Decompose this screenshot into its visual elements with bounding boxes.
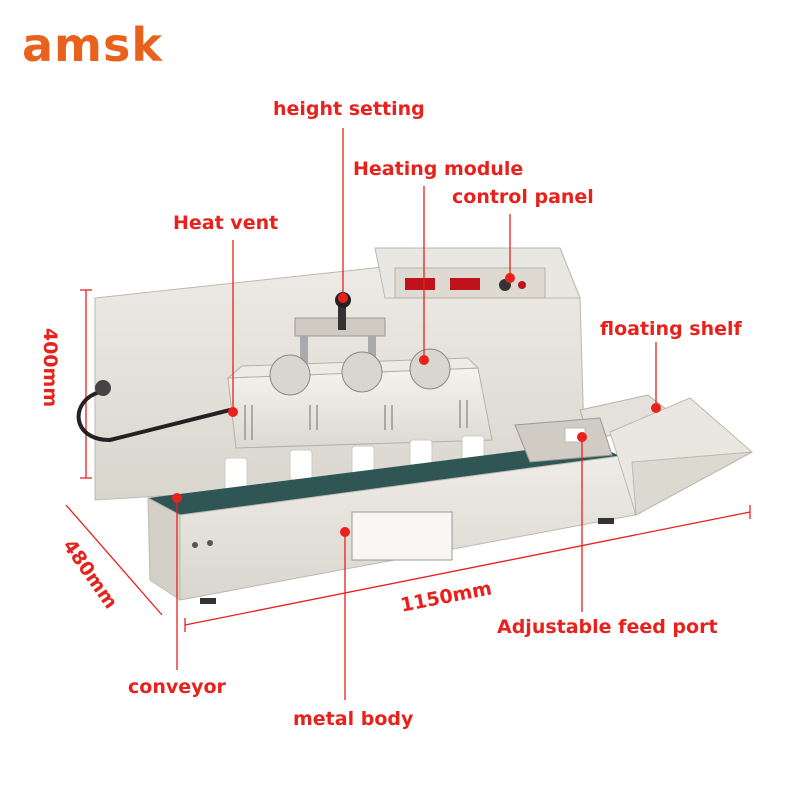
conveyor-belt [148,442,620,515]
bottles [224,435,485,493]
feed-port [514,417,613,463]
callout-lines [176,128,657,700]
label-control-panel: control panel [452,186,594,208]
label-height-setting: height setting [273,98,425,120]
brand-logo: amsk [22,18,163,72]
label-adjustable-feed-port: Adjustable feed port [497,616,718,638]
callout-dots [172,273,661,537]
label-heating-module: Heating module [353,158,524,180]
label-metal-body: metal body [293,708,414,730]
heating-module [226,348,493,449]
dimension-lines [65,289,751,632]
label-conveyor: conveyor [128,676,226,698]
control-panel [394,267,546,299]
label-heat-vent: Heat vent [173,212,279,234]
dimension-height: 400mm [39,327,62,408]
label-floating-shelf: floating shelf [600,318,742,340]
metal-body [147,455,636,601]
